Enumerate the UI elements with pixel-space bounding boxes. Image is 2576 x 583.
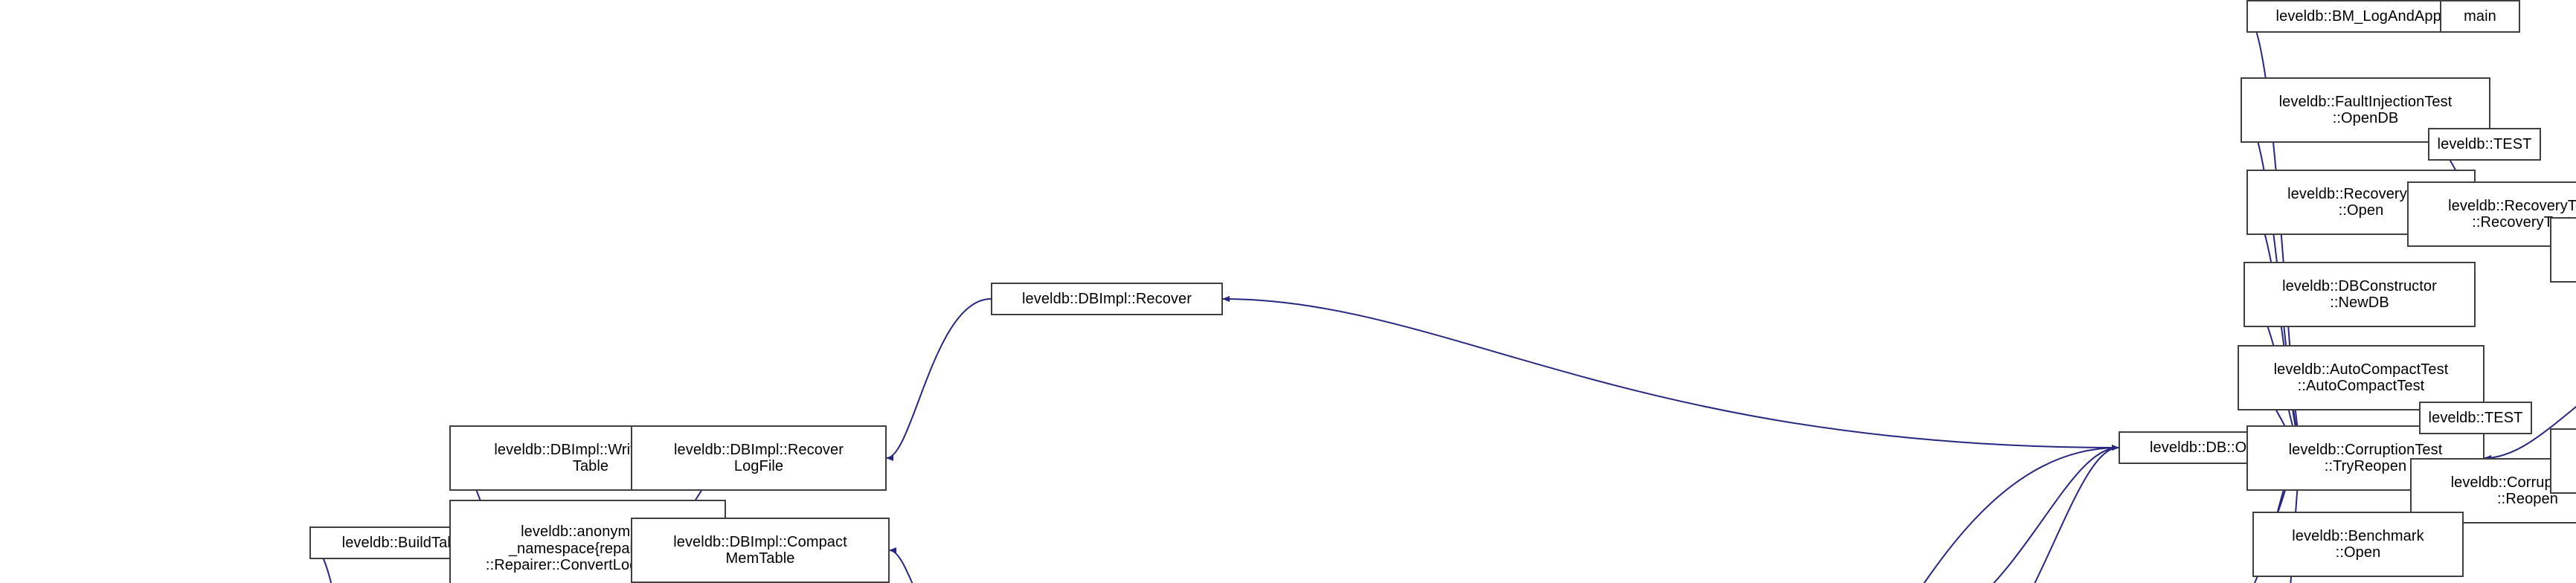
graph-node-label: leveldb::FaultInjectionTest ::OpenDB	[2278, 93, 2453, 126]
graph-node[interactable]: leveldb::CorruptionTest ::CorruptionTest	[2550, 217, 2576, 283]
graph-node[interactable]: leveldb::CorruptionTest ::Reopen	[2410, 458, 2576, 524]
graph-edge	[1993, 445, 2119, 583]
graph-node-label: leveldb::DBImpl::Compact MemTable	[673, 533, 847, 567]
graph-edge	[2484, 405, 2576, 461]
graph-node[interactable]: leveldb::TEST	[2419, 402, 2532, 434]
graph-edge	[2034, 445, 2119, 583]
graph-edge	[1923, 447, 2119, 583]
graph-node-label: leveldb::TEST	[2428, 409, 2523, 426]
graph-node[interactable]: leveldb::Benchmark ::Open	[2252, 512, 2464, 577]
graph-node-label: leveldb::DBImpl::Recover LogFile	[673, 441, 844, 474]
graph-node-label: leveldb::BuildTable	[341, 534, 468, 551]
graph-node[interactable]: leveldb::DBConstructor ::NewDB	[2243, 262, 2476, 327]
graph-node-label: leveldb::CorruptionTest ::Reopen	[2450, 474, 2576, 507]
graph-node-label: leveldb::Benchmark ::Open	[2292, 527, 2424, 561]
graph-node-label: leveldb::RecoveryTest ::RecoveryTest	[2448, 197, 2576, 231]
graph-node[interactable]: leveldb::DBImpl::Compact MemTable	[631, 518, 890, 583]
graph-node-label: leveldb::RecoveryTest ::Open	[2287, 185, 2435, 219]
graph-edge	[889, 547, 913, 583]
graph-node[interactable]: leveldb::RecoveryTest ::RecoveryTest	[2407, 181, 2576, 247]
graph-node[interactable]: leveldb::CorruptionTest ::CorruptionTest	[2550, 428, 2576, 494]
graph-node-label: leveldb::BM_LogAndApply	[2275, 7, 2453, 25]
graph-node[interactable]: leveldb::DBImpl::Recover LogFile	[631, 425, 887, 491]
graph-node-label: main	[2464, 7, 2496, 25]
graph-node-label: leveldb::CorruptionTest ::CorruptionTest	[2551, 445, 2576, 478]
graph-node[interactable]: leveldb::TEST	[2428, 128, 2541, 161]
graph-edge	[886, 298, 992, 461]
graph-node-label: leveldb::DB::Open	[2149, 439, 2272, 456]
graph-node-label: leveldb::AutoCompactTest ::AutoCompactTe…	[2273, 361, 2449, 394]
graph-node-label: leveldb::DBConstructor ::NewDB	[2282, 277, 2437, 311]
graph-node-label: leveldb::TEST	[2437, 135, 2532, 152]
graph-node[interactable]: main	[2440, 0, 2520, 33]
graph-node-label: leveldb::CorruptionTest ::CorruptionTest	[2551, 233, 2576, 267]
graph-node-label: leveldb::DBImpl::Recover	[1021, 290, 1192, 307]
graph-node[interactable]: leveldb::DBImpl::Recover	[991, 283, 1223, 315]
graph-node[interactable]: leveldb::AutoCompactTest ::AutoCompactTe…	[2238, 345, 2485, 410]
graph-node-label: leveldb::CorruptionTest ::TryReopen	[2288, 441, 2443, 474]
graph-edge	[1222, 296, 2119, 448]
